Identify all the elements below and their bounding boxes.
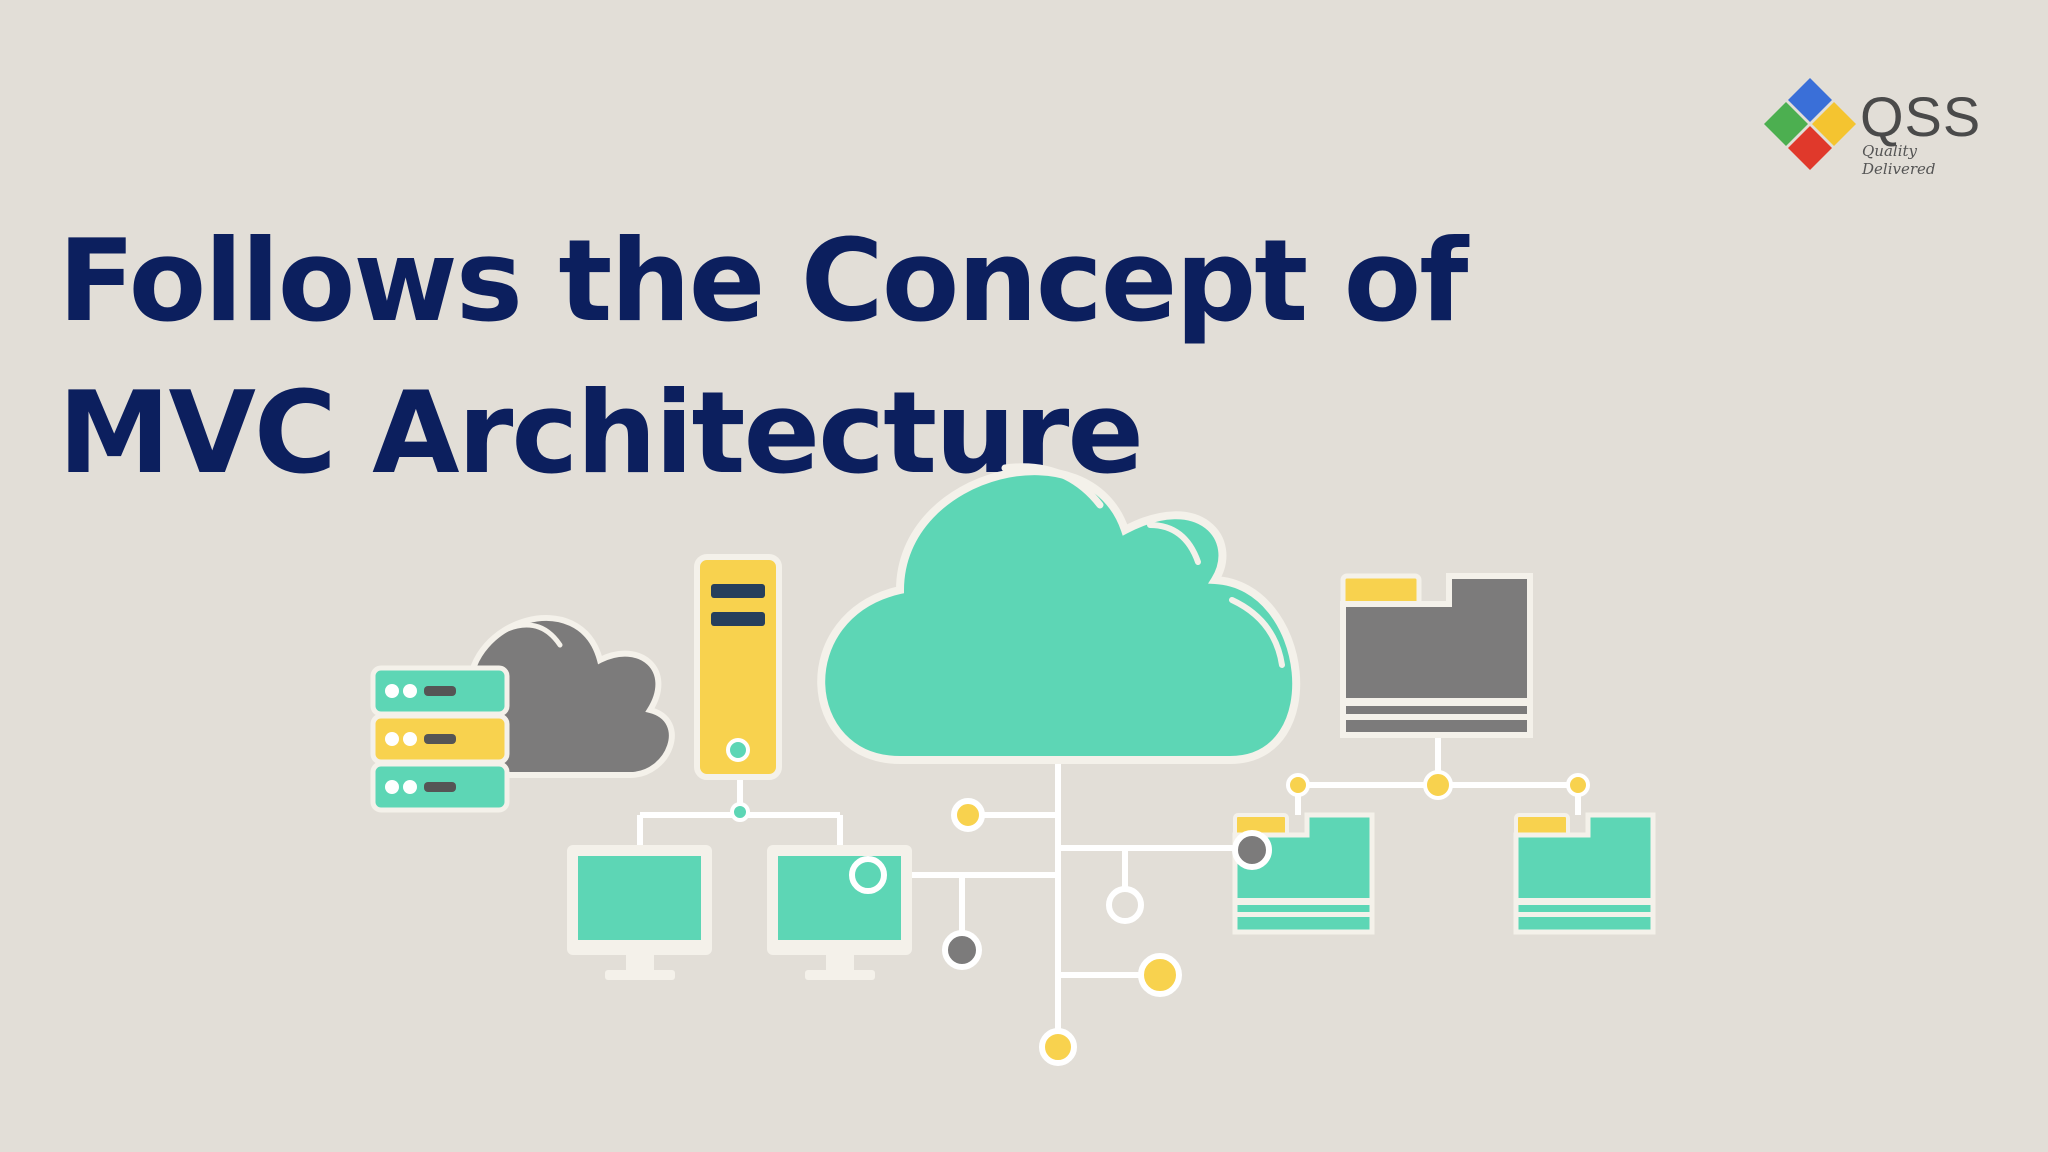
tower-server-icon <box>694 554 782 780</box>
teal-folder-icon <box>1513 812 1656 935</box>
network-node-icon <box>730 770 1590 1066</box>
logo-tagline: Quality Delivered <box>1862 142 1936 178</box>
logo-diamond-icon <box>1764 78 1856 170</box>
main-cloud-icon <box>817 463 1301 764</box>
monitor-icon <box>767 845 912 980</box>
server-stack-icon <box>370 665 510 813</box>
company-logo: QSS Quality Delivered <box>1762 76 1992 178</box>
monitor-icon <box>567 845 712 980</box>
gray-folder-icon <box>1340 573 1533 738</box>
slide-title: Follows the Concept of MVC Architecture <box>58 215 1468 499</box>
logo-name: QSS <box>1860 85 1982 148</box>
